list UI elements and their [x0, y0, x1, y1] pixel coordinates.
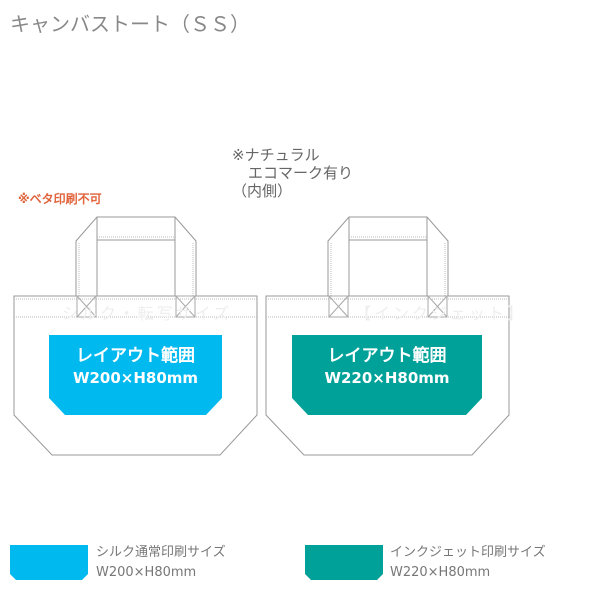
legend-silk-text: シルク通常印刷サイズ W200×H80mm: [96, 543, 226, 583]
layout-label-inkjet: レイアウト範囲 W220×H80mm: [292, 345, 482, 389]
layout-area: [292, 335, 482, 415]
legend-label: シルク通常印刷サイズ: [96, 545, 226, 560]
legend-swatch-silk: [10, 545, 88, 580]
legend-size: W220×H80mm: [390, 565, 491, 580]
stitch-cross: [76, 295, 196, 318]
handle-inner: [348, 217, 428, 296]
legend-swatch-inkjet: [305, 545, 383, 580]
handle: [327, 216, 449, 296]
handle-dotted: [330, 236, 446, 296]
handle: [75, 216, 197, 296]
area-label: レイアウト範囲: [76, 346, 195, 366]
watermark-silk: シルク・転写サイズ: [62, 304, 233, 323]
legend-size: W200×H80mm: [96, 565, 197, 580]
note-line: エコマーク有り: [248, 164, 354, 182]
note-line: （内側）: [232, 182, 293, 200]
note-natural: ※ナチュラル エコマーク有り （内側）: [232, 146, 353, 200]
area-label: レイアウト範囲: [327, 346, 447, 366]
layout-label-silk: レイアウト範囲 W200×H80mm: [49, 345, 222, 389]
legend-inkjet-text: インクジェット印刷サイズ W220×H80mm: [390, 543, 546, 583]
stitch-cross: [328, 295, 448, 318]
note-no-solid-print: ※ベタ印刷不可: [18, 192, 102, 206]
bag-inkjet: [265, 216, 510, 456]
layout-area: [49, 335, 222, 415]
note-line: ※ナチュラル: [232, 146, 320, 164]
legend-label: インクジェット印刷サイズ: [390, 545, 546, 560]
area-size: W220×H80mm: [324, 369, 450, 387]
page-title: キャンバストート（ＳＳ）: [10, 12, 250, 36]
handle-inner: [96, 217, 176, 296]
bag-silk: [13, 216, 258, 456]
handle-dotted: [78, 236, 194, 296]
top-band-line: [14, 298, 257, 318]
area-size: W200×H80mm: [72, 369, 199, 387]
watermark-inkjet: 【インクジェット】: [355, 304, 527, 323]
top-band-line: [266, 298, 509, 318]
